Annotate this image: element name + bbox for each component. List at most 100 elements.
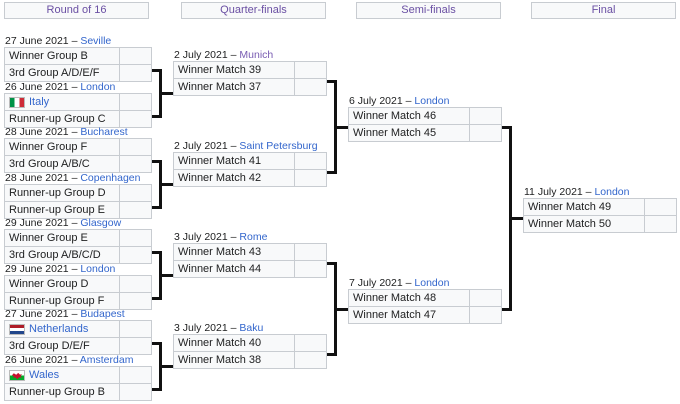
match-separator: – [68,35,81,47]
match-caption: 28 June 2021 – Bucharest [4,125,152,139]
team-label: Winner Match 42 [178,172,262,184]
team-name: Runner-up Group C [5,111,119,127]
connector-line [159,365,173,368]
team-score [119,367,151,383]
team-label: Runner-up Group C [9,113,106,125]
match-card: 26 June 2021 – London Italy Runner-up Gr… [4,80,152,128]
match-card: 26 June 2021 – Amsterdam Wales Runner-up… [4,353,152,401]
team-label: Winner Group E [9,232,88,244]
team-row[interactable]: Runner-up Group B [4,383,152,401]
match-venue-link[interactable]: Munich [239,49,274,61]
team-name: Winner Match 39 [174,62,294,78]
match-venue-link[interactable]: Copenhagen [80,172,141,184]
team-row[interactable]: Runner-up Group D [4,184,152,202]
match-venue-link[interactable]: Budapest [80,308,125,320]
team-score [644,216,676,232]
team-label: 3rd Group D/E/F [9,340,90,352]
round-header-final[interactable]: Final [531,2,676,19]
team-row[interactable]: Winner Group F [4,138,152,156]
match-card: 28 June 2021 – Bucharest Winner Group F … [4,125,152,173]
team-row[interactable]: Winner Match 50 [523,215,677,233]
team-name: Winner Group F [5,139,119,155]
team-row[interactable]: Winner Match 42 [173,169,327,187]
team-row[interactable]: Winner Match 43 [173,243,327,261]
match-venue-link[interactable]: Bucharest [80,126,128,138]
team-row[interactable]: Winner Match 48 [348,289,502,307]
match-card: 28 June 2021 – Copenhagen Runner-up Grou… [4,171,152,219]
match-venue-link[interactable]: Rome [239,231,268,243]
team-label[interactable]: Netherlands [29,323,89,335]
match-card: 2 July 2021 – Saint Petersburg Winner Ma… [173,139,327,187]
team-row[interactable]: 3rd Group A/D/E/F [4,64,152,82]
team-row[interactable]: Netherlands [4,320,152,338]
team-row[interactable]: Winner Match 41 [173,152,327,170]
team-row[interactable]: Winner Match 38 [173,351,327,369]
connector-line [502,308,512,311]
team-name: Italy [5,94,119,110]
match-venue-link[interactable]: London [80,81,116,93]
team-name: Winner Match 50 [524,216,644,232]
team-name: 3rd Group A/B/C/D [5,247,119,263]
team-score [469,108,501,124]
match-separator: – [402,277,415,289]
connector-line [152,251,162,254]
team-name: Winner Match 44 [174,261,294,277]
round-header-semi-finals[interactable]: Semi-finals [356,2,501,19]
team-row[interactable]: Winner Group D [4,275,152,293]
team-row[interactable]: Runner-up Group E [4,201,152,219]
match-separator: – [68,81,81,93]
match-date: 11 July 2021 [524,186,583,198]
match-venue-link[interactable]: London [80,263,116,275]
team-label: Winner Match 38 [178,354,262,366]
team-row[interactable]: Runner-up Group F [4,292,152,310]
team-row[interactable]: 3rd Group A/B/C [4,155,152,173]
team-row[interactable]: Winner Match 44 [173,260,327,278]
team-score [469,307,501,323]
team-row[interactable]: Italy [4,93,152,111]
round-header-quarter-finals[interactable]: Quarter-finals [181,2,326,19]
team-row[interactable]: Winner Group B [4,47,152,65]
team-label: Winner Match 45 [353,127,437,139]
match-venue-link[interactable]: Seville [80,35,112,47]
team-row[interactable]: Winner Match 46 [348,107,502,125]
team-score [119,276,151,292]
connector-line [152,69,162,72]
match-venue-link[interactable]: Saint Petersburg [239,140,318,152]
team-row[interactable]: Winner Match 39 [173,61,327,79]
match-venue-link[interactable]: London [594,186,630,198]
team-row[interactable]: 3rd Group D/E/F [4,337,152,355]
team-label: Winner Match 41 [178,155,262,167]
team-row[interactable]: Winner Match 49 [523,198,677,216]
team-score [469,125,501,141]
team-name: Winner Match 41 [174,153,294,169]
team-row[interactable]: Winner Match 37 [173,78,327,96]
match-venue-link[interactable]: London [414,95,450,107]
team-row[interactable]: Wales [4,366,152,384]
team-row[interactable]: Winner Match 47 [348,306,502,324]
match-venue-link[interactable]: Amsterdam [79,354,134,366]
match-venue-link[interactable]: Glasgow [80,217,122,229]
connector-line [509,217,523,220]
round-header-round-of-16[interactable]: Round of 16 [4,2,149,19]
team-label: 3rd Group A/D/E/F [9,67,100,79]
team-score [294,170,326,186]
team-label: Runner-up Group D [9,187,106,199]
match-venue-link[interactable]: London [414,277,450,289]
team-score [119,156,151,172]
team-name: Runner-up Group F [5,293,119,309]
connector-line [159,183,173,186]
match-venue-link[interactable]: Baku [239,322,264,334]
match-separator: – [402,95,415,107]
team-label: Winner Match 49 [528,201,612,213]
team-label[interactable]: Italy [29,96,50,108]
connector-line [334,308,348,311]
team-score [294,244,326,260]
team-row[interactable]: Runner-up Group C [4,110,152,128]
team-row[interactable]: Winner Group E [4,229,152,247]
team-row[interactable]: Winner Match 45 [348,124,502,142]
match-date: 2 July 2021 [174,49,228,61]
connector-line [334,126,348,129]
team-label[interactable]: Wales [29,369,60,381]
team-row[interactable]: Winner Match 40 [173,334,327,352]
team-row[interactable]: 3rd Group A/B/C/D [4,246,152,264]
